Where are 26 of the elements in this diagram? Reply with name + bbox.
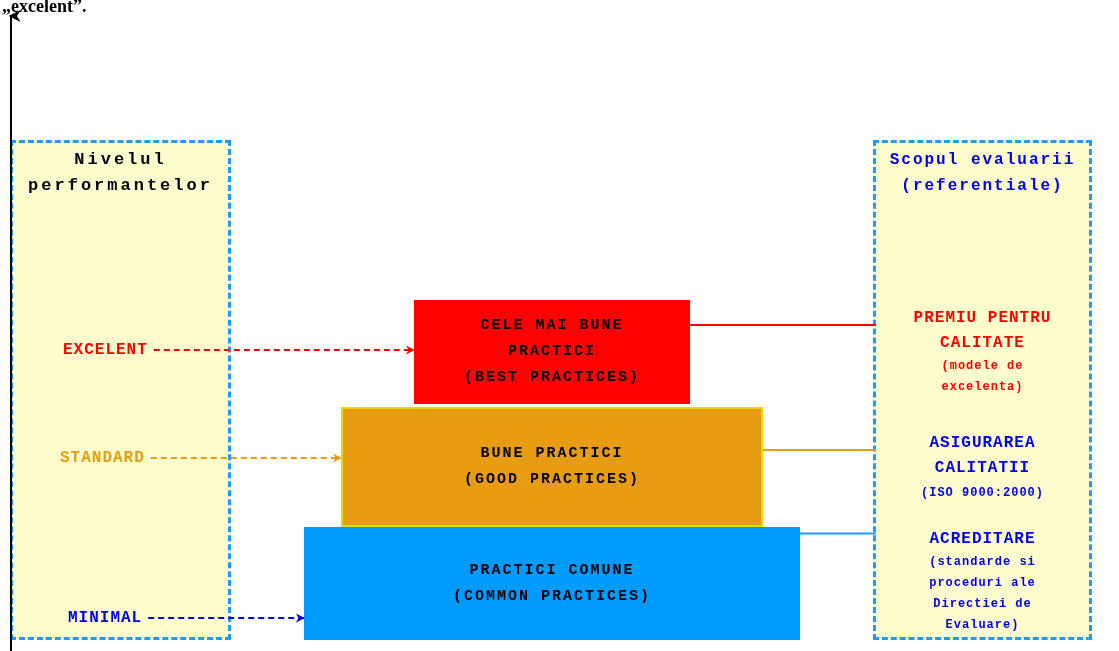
heading-text: MINIMAL — [68, 608, 143, 629]
heading-text: EXCELENT — [63, 340, 148, 361]
panel — [10, 140, 231, 640]
heading-text: PREMIU PENTRU CALITATE — [912, 308, 1053, 354]
heading-text: ASIGURAREA CALITATII — [928, 433, 1037, 479]
heading-text: „excelent”. — [2, 0, 87, 16]
note-text: (standarde si proceduri ale Directiei de Evaluare) — [928, 554, 1037, 634]
heading-text: PRACTICI COMUNE — [469, 560, 635, 581]
dashed-arrow — [149, 453, 342, 463]
heading-text: Scopul evaluarii (referentiale) — [888, 150, 1077, 197]
note-text: (modele de excelenta) — [940, 358, 1025, 396]
dashed-arrow — [147, 613, 305, 623]
heading-text: STANDARD — [60, 448, 145, 469]
heading-text: Nivelul performantelor — [27, 149, 214, 197]
heading-text: CELE MAI BUNE PRACTICI — [479, 316, 625, 362]
tier-box — [414, 300, 690, 404]
note-text: (ISO 9000:2000) — [920, 485, 1045, 502]
tier-box — [341, 407, 763, 527]
note-text: (BEST PRACTICES) — [464, 368, 640, 388]
tier-box — [304, 527, 800, 640]
heading-text: BUNE PRACTICI — [480, 444, 624, 464]
dashed-arrow — [152, 345, 415, 355]
note-text: (GOOD PRACTICES) — [464, 470, 640, 490]
panel — [873, 140, 1092, 640]
note-text: (COMMON PRACTICES) — [453, 586, 651, 607]
heading-text: ACREDITARE — [928, 529, 1037, 550]
